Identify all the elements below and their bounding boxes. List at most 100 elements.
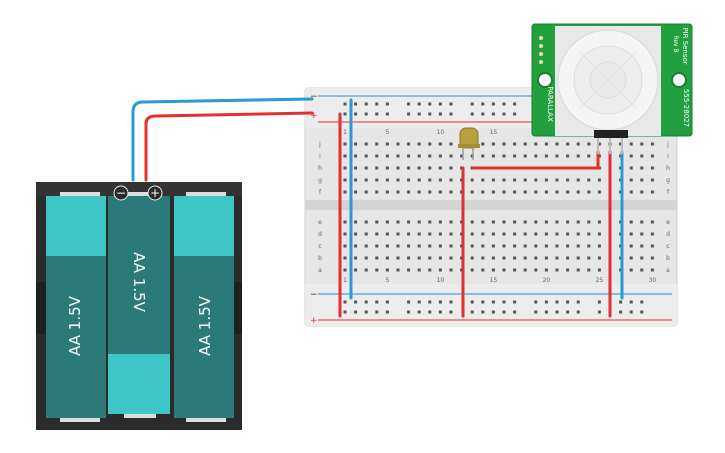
rail-hole (364, 112, 368, 116)
breadboard-hole (513, 154, 517, 158)
breadboard-hole (481, 154, 485, 158)
rail-hole (364, 102, 368, 106)
breadboard-hole (491, 220, 495, 224)
column-number: 25 (596, 277, 604, 284)
breadboard-hole (534, 178, 538, 182)
breadboard-hole (566, 244, 570, 248)
breadboard-hole (449, 178, 453, 182)
breadboard-hole (491, 190, 495, 194)
breadboard-hole (375, 154, 379, 158)
breadboard-hole (555, 268, 559, 272)
rail-hole (481, 310, 485, 314)
breadboard-hole (470, 220, 474, 224)
breadboard-hole (396, 178, 400, 182)
breadboard-hole (650, 190, 654, 194)
column-number: 30 (649, 277, 657, 284)
breadboard-hole (566, 220, 570, 224)
breadboard-hole (343, 244, 347, 248)
breadboard-hole (502, 232, 506, 236)
row-letter: c (666, 243, 669, 250)
breadboard-hole (629, 178, 633, 182)
breadboard-hole (407, 256, 411, 260)
row-letter: h (666, 165, 670, 172)
breadboard-hole (502, 268, 506, 272)
column-number: 15 (490, 129, 498, 136)
breadboard-hole (364, 268, 368, 272)
breadboard-hole (523, 190, 527, 194)
breadboard-hole (449, 256, 453, 260)
pir-brand-label: PARALLAX (546, 86, 554, 122)
breadboard-hole (396, 154, 400, 158)
breadboard-hole (375, 142, 379, 146)
breadboard-hole (576, 244, 580, 248)
rail-hole (343, 102, 347, 106)
rail-hole (417, 112, 421, 116)
breadboard-hole (396, 166, 400, 170)
rail-hole (544, 310, 548, 314)
breadboard-hole (428, 232, 432, 236)
rail-hole (354, 112, 358, 116)
breadboard-hole (343, 268, 347, 272)
rail-hole (438, 310, 442, 314)
rail-hole (343, 310, 347, 314)
rail-hole (438, 102, 442, 106)
breadboard-hole (650, 154, 654, 158)
breadboard-hole (502, 154, 506, 158)
rail-hole (481, 300, 485, 304)
rail-plus-top: + (310, 111, 318, 121)
mount-hole-right (671, 72, 687, 88)
breadboard-hole (491, 154, 495, 158)
pir-title-label: PIR Sensor (681, 27, 689, 64)
rail-hole (354, 310, 358, 314)
terminal-minus-symbol: − (116, 186, 126, 200)
breadboard-hole (629, 220, 633, 224)
rail-hole (481, 102, 485, 106)
breadboard-hole (438, 268, 442, 272)
breadboard-hole (375, 244, 379, 248)
breadboard-hole (343, 142, 347, 146)
rail-hole (491, 310, 495, 314)
breadboard-hole (385, 256, 389, 260)
breadboard-hole (417, 232, 421, 236)
rail-hole (438, 112, 442, 116)
row-letter: i (319, 153, 321, 160)
rail-hole (354, 102, 358, 106)
row-letter: b (666, 255, 670, 262)
breadboard-hole (481, 178, 485, 182)
breadboard-hole (375, 268, 379, 272)
breadboard-hole (407, 268, 411, 272)
rail-hole (566, 300, 570, 304)
breadboard-hole (385, 232, 389, 236)
wires (131, 97, 624, 318)
breadboard-hole (438, 232, 442, 236)
rail-minus-bottom: − (310, 290, 318, 300)
breadboard-hole (523, 232, 527, 236)
breadboard-hole (470, 244, 474, 248)
rail-hole (502, 112, 506, 116)
breadboard-hole (555, 154, 559, 158)
breadboard-hole (555, 142, 559, 146)
breadboard-hole (364, 220, 368, 224)
breadboard-hole (502, 190, 506, 194)
breadboard-hole (597, 268, 601, 272)
breadboard-hole (481, 268, 485, 272)
breadboard-hole (396, 232, 400, 236)
pir-part-label: 555-28027 (682, 89, 690, 127)
breadboard-hole (534, 220, 538, 224)
led (458, 127, 480, 160)
breadboard-hole (354, 220, 358, 224)
breadboard-hole (375, 178, 379, 182)
row-letter: d (666, 231, 670, 238)
breadboard-hole (502, 220, 506, 224)
breadboard-hole (587, 268, 591, 272)
breadboard-hole (428, 178, 432, 182)
rail-hole (417, 300, 421, 304)
wire-battery-plus (144, 111, 314, 182)
breadboard-hole (438, 190, 442, 194)
breadboard-hole (629, 268, 633, 272)
breadboard-hole (544, 256, 548, 260)
breadboard-hole (587, 244, 591, 248)
breadboard-hole (385, 220, 389, 224)
breadboard-hole (534, 244, 538, 248)
